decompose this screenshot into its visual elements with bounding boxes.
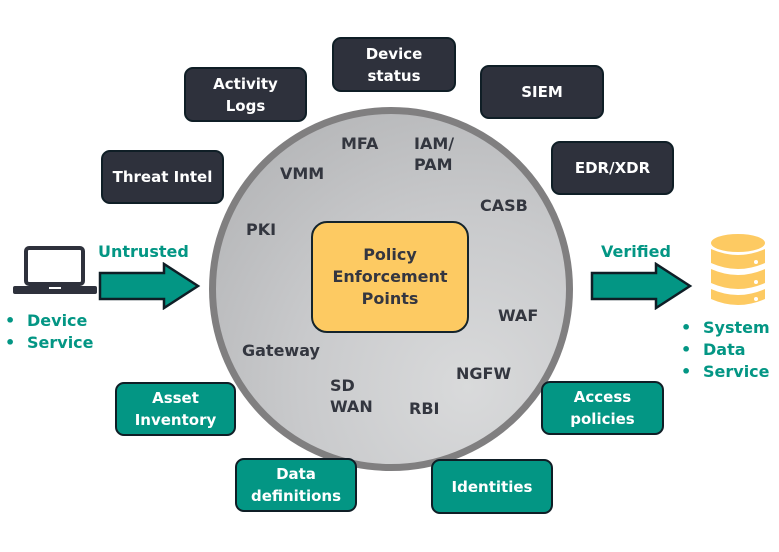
threat-intel-label: Threat Intel xyxy=(112,168,213,186)
ring-label-casb: CASB xyxy=(480,196,528,215)
device-status-label-line2: status xyxy=(367,66,421,85)
edr-xdr-label: EDR/XDR xyxy=(574,159,651,177)
ring-label-waf: WAF xyxy=(498,306,539,325)
source-list-item: •Device xyxy=(5,311,88,330)
ring-label-mfa: MFA xyxy=(341,134,379,153)
device-status-box: Device status xyxy=(332,37,456,92)
activity-logs-label-line1: Activity xyxy=(213,74,278,93)
device-status-label-line1: Device xyxy=(365,44,423,63)
ring-label-sd-wan: SD WAN xyxy=(330,375,373,417)
ring-label-iam-pam: IAM/ PAM xyxy=(414,133,454,175)
ring-label-sdwan-line2: WAN xyxy=(330,397,373,416)
access-policies-label-line2: policies xyxy=(570,410,635,428)
siem-box: SIEM xyxy=(480,65,604,119)
asset-inventory-label-line1: Asset xyxy=(152,389,199,407)
activity-logs-label-line2: Logs xyxy=(225,96,266,115)
data-definitions-box: Data definitions xyxy=(235,458,357,512)
access-policies-box: Access policies xyxy=(541,381,664,435)
untrusted-label: Untrusted xyxy=(98,242,189,261)
ring-label-gateway: Gateway xyxy=(242,341,320,360)
destination-list-item: •System xyxy=(681,318,770,337)
data-definitions-label-line1: Data xyxy=(276,465,316,483)
verified-arrow-icon xyxy=(590,262,693,310)
pep-label-line2: Enforcement xyxy=(332,267,448,286)
ring-label-iam-line1: IAM/ xyxy=(414,134,455,153)
untrusted-arrow-icon xyxy=(98,262,201,310)
pep-label-line1: Policy xyxy=(363,245,417,264)
ring-label-pki: PKI xyxy=(246,220,277,239)
ring-label-iam-line2: PAM xyxy=(414,155,453,174)
data-definitions-label-line2: definitions xyxy=(250,487,342,505)
source-list-item: •Service xyxy=(5,333,94,352)
destination-list: •System •Data •Service xyxy=(681,317,770,383)
verified-label: Verified xyxy=(601,242,671,261)
policy-enforcement-points-box: Policy Enforcement Points xyxy=(311,221,469,333)
ring-label-ngfw: NGFW xyxy=(456,364,512,383)
edr-xdr-box: EDR/XDR xyxy=(551,141,674,195)
database-icon xyxy=(711,234,765,305)
laptop-icon xyxy=(13,246,97,294)
pep-label-line3: Points xyxy=(361,289,419,308)
asset-inventory-label-line2: Inventory xyxy=(134,411,217,429)
activity-logs-box: Activity Logs xyxy=(184,67,307,122)
ring-label-rbi: RBI xyxy=(409,399,440,418)
asset-inventory-box: Asset Inventory xyxy=(115,382,236,436)
destination-list-item: •Data xyxy=(681,340,746,359)
source-list: •Device •Service xyxy=(5,310,94,354)
ring-label-vmm: VMM xyxy=(280,164,325,183)
threat-intel-box: Threat Intel xyxy=(101,150,224,204)
identities-label: Identities xyxy=(451,477,533,496)
access-policies-label-line1: Access xyxy=(573,388,632,406)
siem-label: SIEM xyxy=(521,83,563,101)
identities-box: Identities xyxy=(431,459,553,514)
destination-list-item: •Service xyxy=(681,362,770,381)
ring-label-sdwan-line1: SD xyxy=(330,376,355,395)
